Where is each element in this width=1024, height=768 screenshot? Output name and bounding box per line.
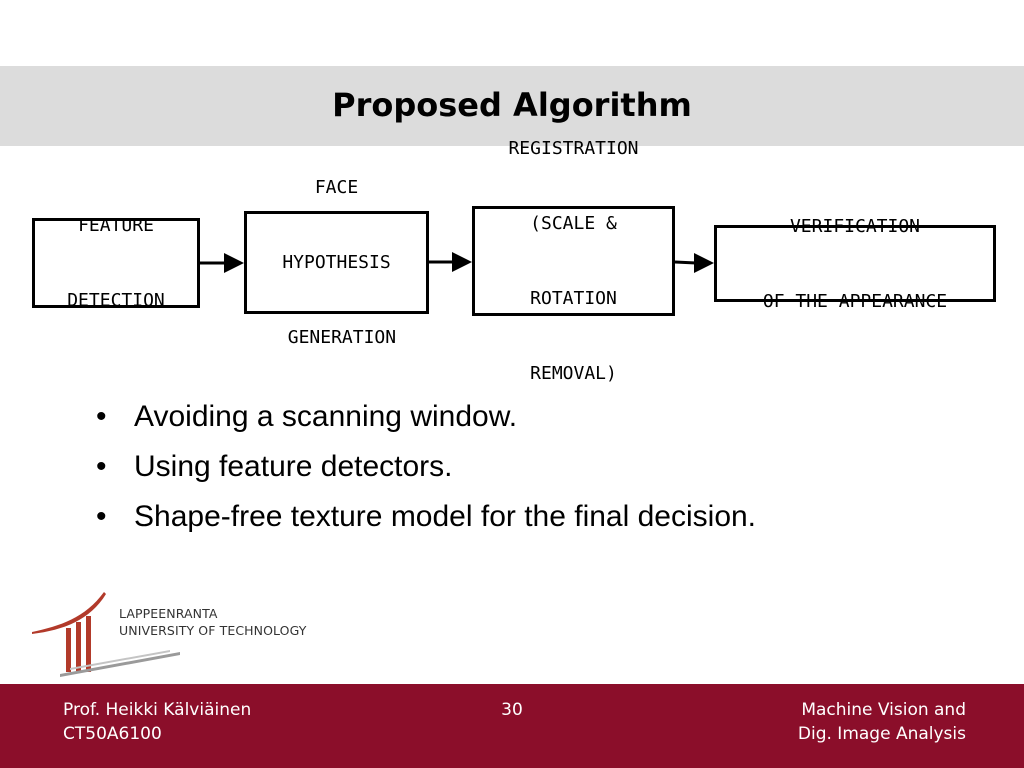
box-line: REGISTRATION bbox=[508, 138, 639, 159]
bullet-list: •Avoiding a scanning window. •Using feat… bbox=[96, 392, 756, 542]
footer-right: Machine Vision and Dig. Image Analysis bbox=[798, 698, 966, 746]
page-number: 30 bbox=[501, 700, 523, 720]
footer-bar: Prof. Heikki Kälviäinen CT50A6100 30 Mac… bbox=[0, 684, 1024, 768]
box-verification: VERIFICATION OF THE APPEARANCE bbox=[714, 216, 996, 312]
arrow-1 bbox=[200, 253, 244, 273]
box-line: ROTATION bbox=[530, 288, 617, 309]
bullet-text: Using feature detectors. bbox=[134, 450, 453, 483]
university-logo-text: LAPPEENRANTA UNIVERSITY OF TECHNOLOGY bbox=[119, 605, 307, 639]
arrow-3 bbox=[674, 253, 714, 273]
box-line: VERIFICATION bbox=[789, 215, 921, 237]
box-feature-detection: FEATURE DETECTION bbox=[32, 215, 200, 311]
bullet-item: •Using feature detectors. bbox=[96, 442, 756, 492]
logo-line: UNIVERSITY OF TECHNOLOGY bbox=[119, 623, 307, 638]
bullet-text: Shape-free texture model for the final d… bbox=[134, 500, 757, 533]
box-line: FACE bbox=[314, 177, 359, 198]
bullet-item: •Avoiding a scanning window. bbox=[96, 392, 756, 442]
box-line: DETECTION bbox=[67, 290, 165, 311]
university-logo-icon bbox=[32, 592, 180, 677]
box-line: HYPOTHESIS bbox=[282, 252, 391, 273]
bullet-text: Avoiding a scanning window. bbox=[134, 400, 518, 433]
box-registration: REGISTRATION (SCALE & ROTATION REMOVAL) bbox=[472, 138, 675, 384]
box-face-hypothesis-generation: FACE HYPOTHESIS GENERATION bbox=[244, 177, 429, 348]
box-line: OF THE APPEARANCE bbox=[762, 290, 948, 312]
box-line: (SCALE & bbox=[530, 213, 617, 234]
footer-course-code: CT50A6100 bbox=[63, 724, 162, 744]
box-line: FEATURE bbox=[78, 215, 154, 236]
slide-title: Proposed Algorithm bbox=[332, 86, 692, 124]
box-line: GENERATION bbox=[276, 327, 397, 348]
bullet-item: •Shape-free texture model for the final … bbox=[96, 492, 756, 542]
footer-course-line: Machine Vision and bbox=[801, 700, 966, 720]
logo-line: LAPPEENRANTA bbox=[119, 606, 218, 621]
footer-left: Prof. Heikki Kälviäinen CT50A6100 bbox=[63, 698, 251, 746]
footer-course-line: Dig. Image Analysis bbox=[797, 724, 966, 744]
footer-author: Prof. Heikki Kälviäinen bbox=[63, 700, 252, 720]
footer-center: 30 bbox=[0, 698, 1024, 722]
box-line: REMOVAL) bbox=[530, 363, 617, 384]
arrow-2 bbox=[429, 252, 472, 272]
title-bar: Proposed Algorithm bbox=[0, 66, 1024, 146]
